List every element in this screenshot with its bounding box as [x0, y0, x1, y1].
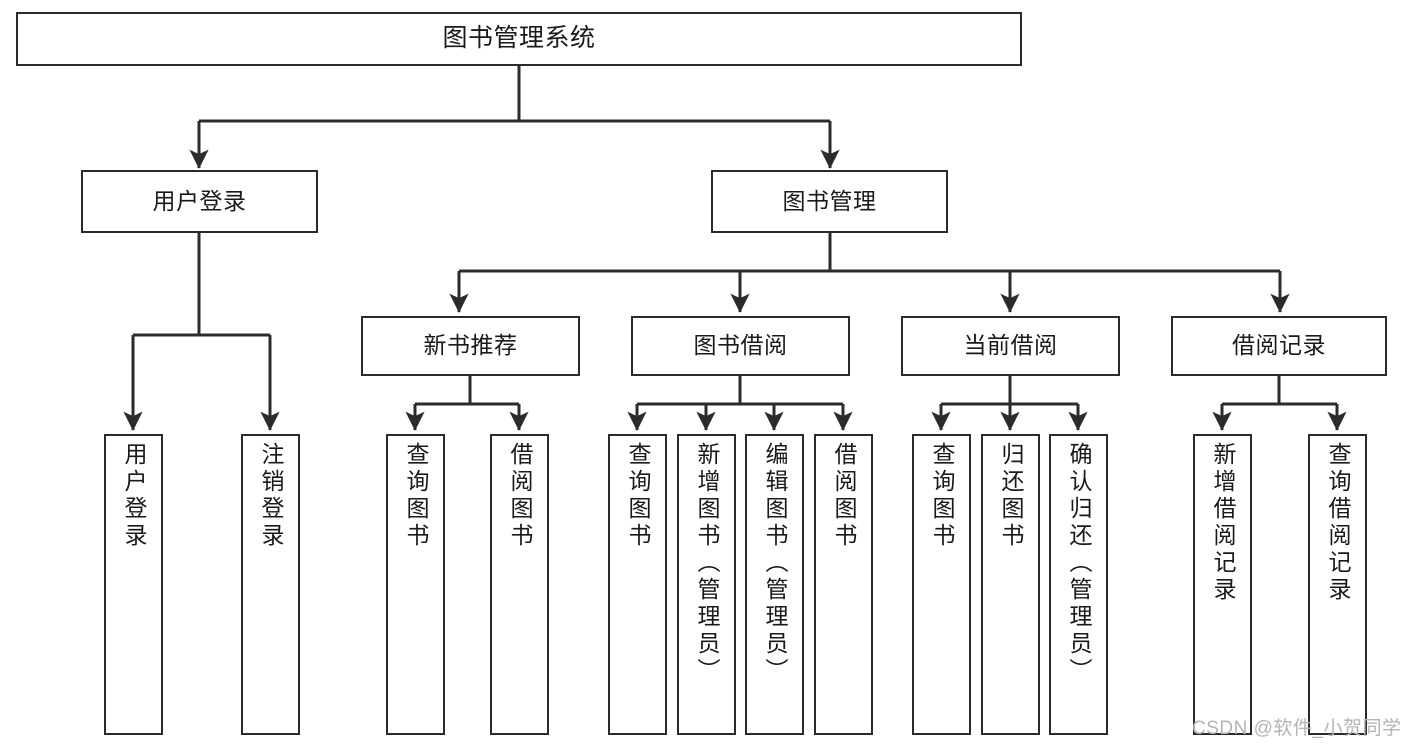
leaf-record-query[interactable]: 查询借阅记录 [1308, 434, 1367, 735]
node-book-management[interactable]: 图书管理 [711, 170, 948, 233]
leaf-current-return-book-label: 归还图书 [998, 442, 1024, 550]
leaf-borrow-add-book-label: 新增图书（管理员） [694, 442, 720, 685]
node-new-book-recommend-label: 新书推荐 [423, 332, 518, 359]
leaf-new-book-query-label: 查询图书 [403, 442, 429, 550]
node-current-borrow-label: 当前借阅 [963, 332, 1058, 359]
node-book-management-label: 图书管理 [782, 187, 877, 214]
node-borrow-record[interactable]: 借阅记录 [1171, 316, 1387, 376]
node-user-login-label: 用户登录 [152, 187, 247, 214]
node-borrow-record-label: 借阅记录 [1232, 332, 1326, 359]
node-current-borrow[interactable]: 当前借阅 [901, 316, 1120, 376]
leaf-current-query-book[interactable]: 查询图书 [912, 434, 971, 735]
leaf-record-query-label: 查询借阅记录 [1325, 442, 1351, 604]
leaf-new-book-borrow-label: 借阅图书 [507, 442, 533, 550]
leaf-record-add[interactable]: 新增借阅记录 [1193, 434, 1252, 735]
leaf-user-login-logout-label: 注销登录 [258, 442, 284, 550]
node-book-borrow[interactable]: 图书借阅 [631, 316, 850, 376]
leaf-user-login-login-label: 用户登录 [121, 442, 147, 550]
node-user-login[interactable]: 用户登录 [81, 170, 318, 233]
leaf-user-login-login[interactable]: 用户登录 [104, 434, 163, 735]
leaf-borrow-edit-book[interactable]: 编辑图书（管理员） [745, 434, 804, 735]
leaf-borrow-query-book-label: 查询图书 [625, 442, 651, 550]
leaf-current-query-book-label: 查询图书 [929, 442, 955, 550]
leaf-user-login-logout[interactable]: 注销登录 [241, 434, 300, 735]
leaf-new-book-query[interactable]: 查询图书 [386, 434, 445, 735]
leaf-record-add-label: 新增借阅记录 [1210, 442, 1236, 604]
csdn-watermark: CSDN @软件_小贺同学 [1192, 718, 1402, 739]
leaf-new-book-borrow[interactable]: 借阅图书 [490, 434, 549, 735]
leaf-current-confirm-return[interactable]: 确认归还（管理员） [1049, 434, 1108, 735]
node-root-system-label: 图书管理系统 [442, 24, 596, 53]
leaf-borrow-query-book[interactable]: 查询图书 [608, 434, 667, 735]
leaf-borrow-borrow-book-label: 借阅图书 [831, 442, 857, 550]
leaf-current-return-book[interactable]: 归还图书 [981, 434, 1040, 735]
leaf-current-confirm-return-label: 确认归还（管理员） [1066, 442, 1092, 685]
leaf-borrow-borrow-book[interactable]: 借阅图书 [814, 434, 873, 735]
leaf-borrow-edit-book-label: 编辑图书（管理员） [762, 442, 788, 685]
node-root-system[interactable]: 图书管理系统 [16, 12, 1022, 66]
leaf-borrow-add-book[interactable]: 新增图书（管理员） [677, 434, 736, 735]
node-book-borrow-label: 图书借阅 [693, 332, 788, 359]
node-new-book-recommend[interactable]: 新书推荐 [361, 316, 580, 376]
